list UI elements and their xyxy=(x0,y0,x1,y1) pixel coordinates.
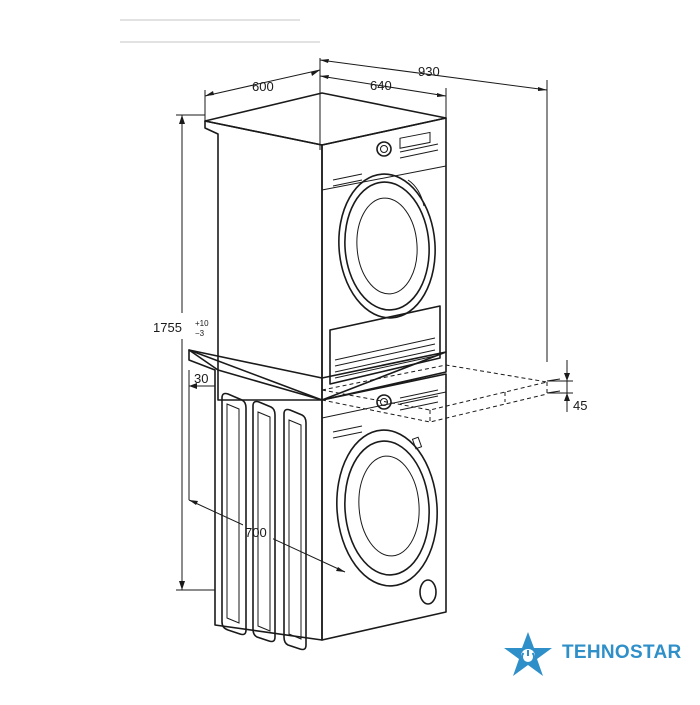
brand-name: TEHNOSTAR xyxy=(562,642,682,663)
top-vent-grille xyxy=(329,305,441,385)
service-hatch xyxy=(419,579,437,605)
bottom-door xyxy=(336,429,438,587)
bottom-machine xyxy=(188,349,447,651)
dim-label-640: 640 xyxy=(370,78,392,93)
dim-label-45: 45 xyxy=(573,398,587,413)
dimension-600: 600 xyxy=(204,58,321,150)
bottom-control-panel xyxy=(321,389,447,439)
dim-label-930: 930 xyxy=(418,64,440,79)
dim-tolerance-minus: −3 xyxy=(195,329,205,338)
dim-tolerance-plus: +10 xyxy=(195,319,209,328)
dimension-30: 30 xyxy=(188,370,215,500)
dim-label-700: 700 xyxy=(245,525,267,540)
dim-label-30: 30 xyxy=(194,371,208,386)
dimension-45: 45 xyxy=(548,360,587,413)
faint-header-marks xyxy=(120,19,320,43)
top-control-panel xyxy=(332,131,439,187)
brand-watermark: TEHNOSTAR xyxy=(500,630,700,680)
side-recess-panels xyxy=(221,392,307,651)
star-logo-icon xyxy=(504,632,552,676)
pull-out-drawer xyxy=(321,364,561,423)
dim-label-1755: 1755 xyxy=(153,320,182,335)
dimension-1755: 1755 +10 −3 xyxy=(150,114,215,591)
dimension-930: 930 xyxy=(319,59,548,362)
dimension-640: 640 xyxy=(319,75,447,140)
top-machine xyxy=(204,92,447,401)
dim-label-600: 600 xyxy=(252,79,274,94)
top-door xyxy=(338,173,436,319)
